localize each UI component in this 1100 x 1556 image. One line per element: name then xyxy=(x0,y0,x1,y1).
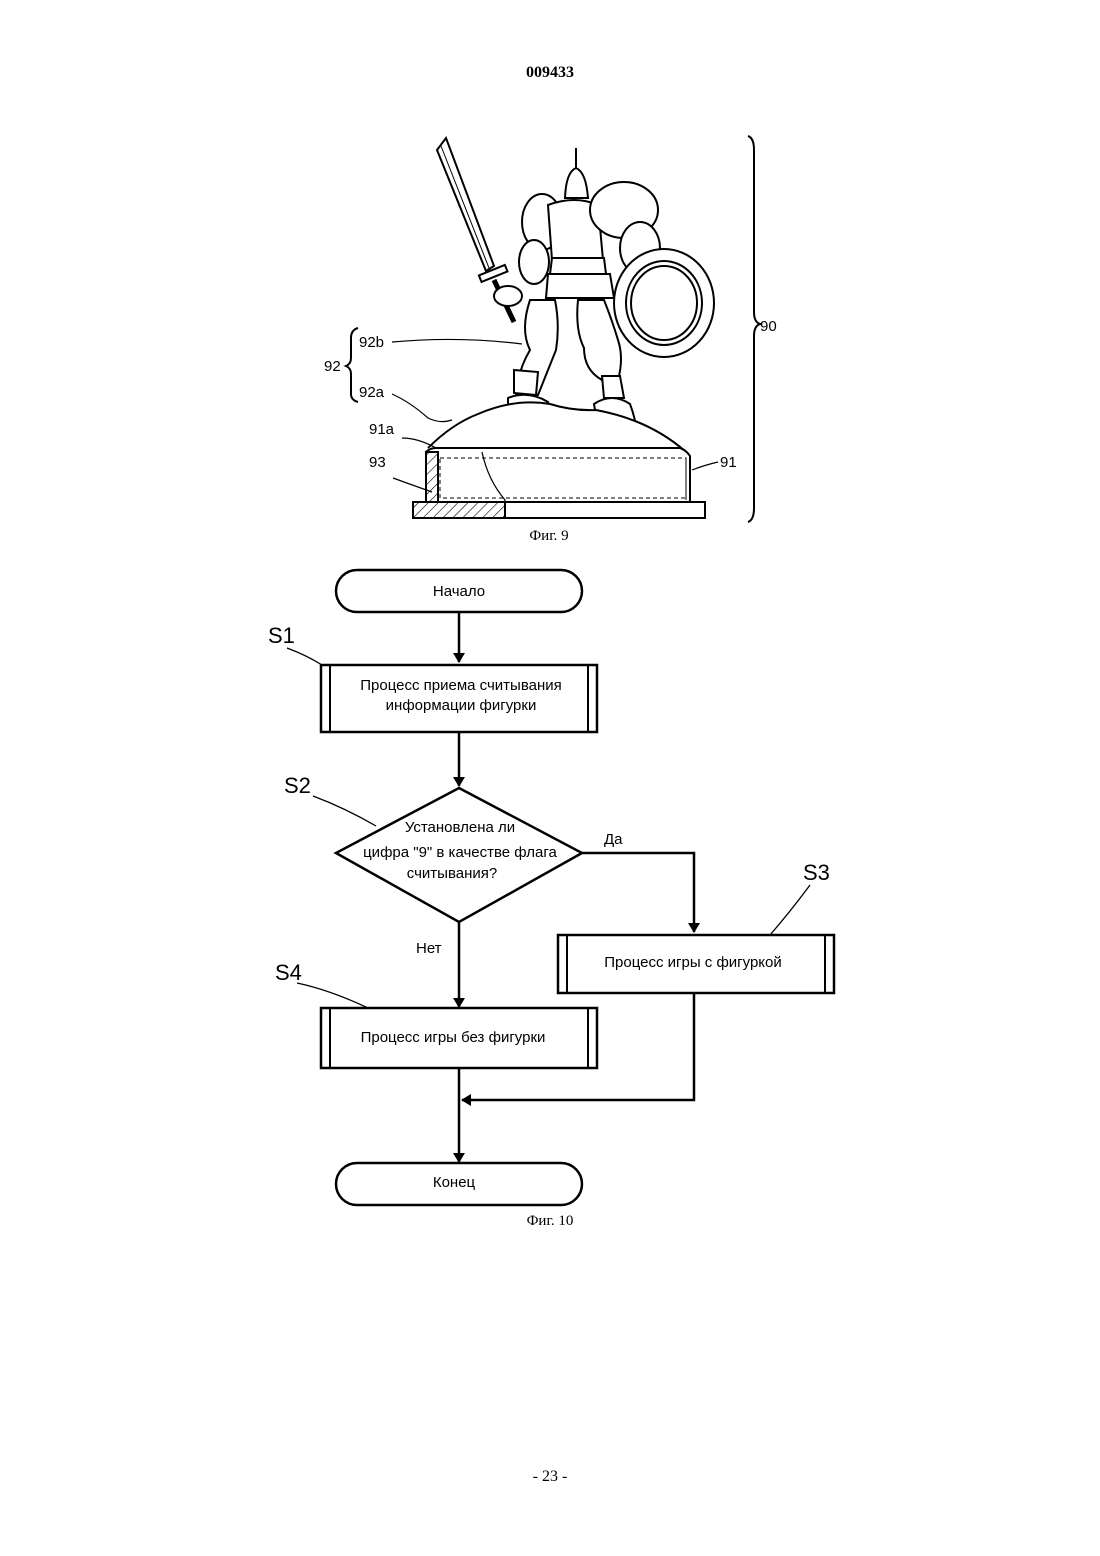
start-label: Начало xyxy=(433,583,485,600)
s2-leader xyxy=(313,796,376,826)
figure-10-caption: Фиг. 10 xyxy=(527,1213,574,1229)
label-91: 91 xyxy=(720,454,737,471)
figure-10-flowchart: Начало Процесс приема считывания информа… xyxy=(268,570,834,1205)
connector-yes-s3 xyxy=(582,853,694,932)
s4-step-label: S4 xyxy=(275,960,302,985)
label-91a: 91a xyxy=(369,421,395,438)
end-label: Конец xyxy=(433,1174,476,1191)
process-s1: Процесс приема считывания информации фиг… xyxy=(321,665,597,732)
process-s4: Процесс игры без фигурки xyxy=(321,1008,597,1068)
s1-step-label: S1 xyxy=(268,623,295,648)
pedestal-mound xyxy=(428,402,686,452)
decision-s2: Установлена ли цифра "9" в качестве флаг… xyxy=(336,788,582,922)
s3-text: Процесс игры с фигуркой xyxy=(604,954,782,971)
s2-step-label: S2 xyxy=(284,773,311,798)
s2-text-line3: считывания? xyxy=(407,865,497,882)
base-91-drawing xyxy=(413,448,705,518)
s1-leader xyxy=(287,648,322,665)
s1-text-line2: информации фигурки xyxy=(386,697,537,714)
label-92b: 92b xyxy=(359,334,384,351)
figure-9-drawing xyxy=(346,136,760,522)
process-s3: Процесс игры с фигуркой xyxy=(558,935,834,993)
s4-leader xyxy=(297,983,368,1008)
brace-90 xyxy=(748,136,760,522)
label-92: 92 xyxy=(324,358,341,375)
figure-9-caption: Фиг. 9 xyxy=(529,528,568,544)
s2-text-line1: Установлена ли xyxy=(405,819,515,836)
label-90: 90 xyxy=(760,318,777,335)
page-number: - 23 - xyxy=(0,1468,1100,1486)
s1-text-line1: Процесс приема считывания xyxy=(360,677,562,694)
s2-text-line2: цифра "9" в качестве флага xyxy=(363,844,557,861)
label-92a: 92a xyxy=(359,384,385,401)
label-93: 93 xyxy=(369,454,386,471)
no-label: Нет xyxy=(416,940,442,957)
s3-step-label: S3 xyxy=(803,860,830,885)
brace-92 xyxy=(346,328,358,402)
yes-label: Да xyxy=(604,831,623,848)
s3-leader xyxy=(770,885,810,935)
s4-text: Процесс игры без фигурки xyxy=(361,1029,546,1046)
